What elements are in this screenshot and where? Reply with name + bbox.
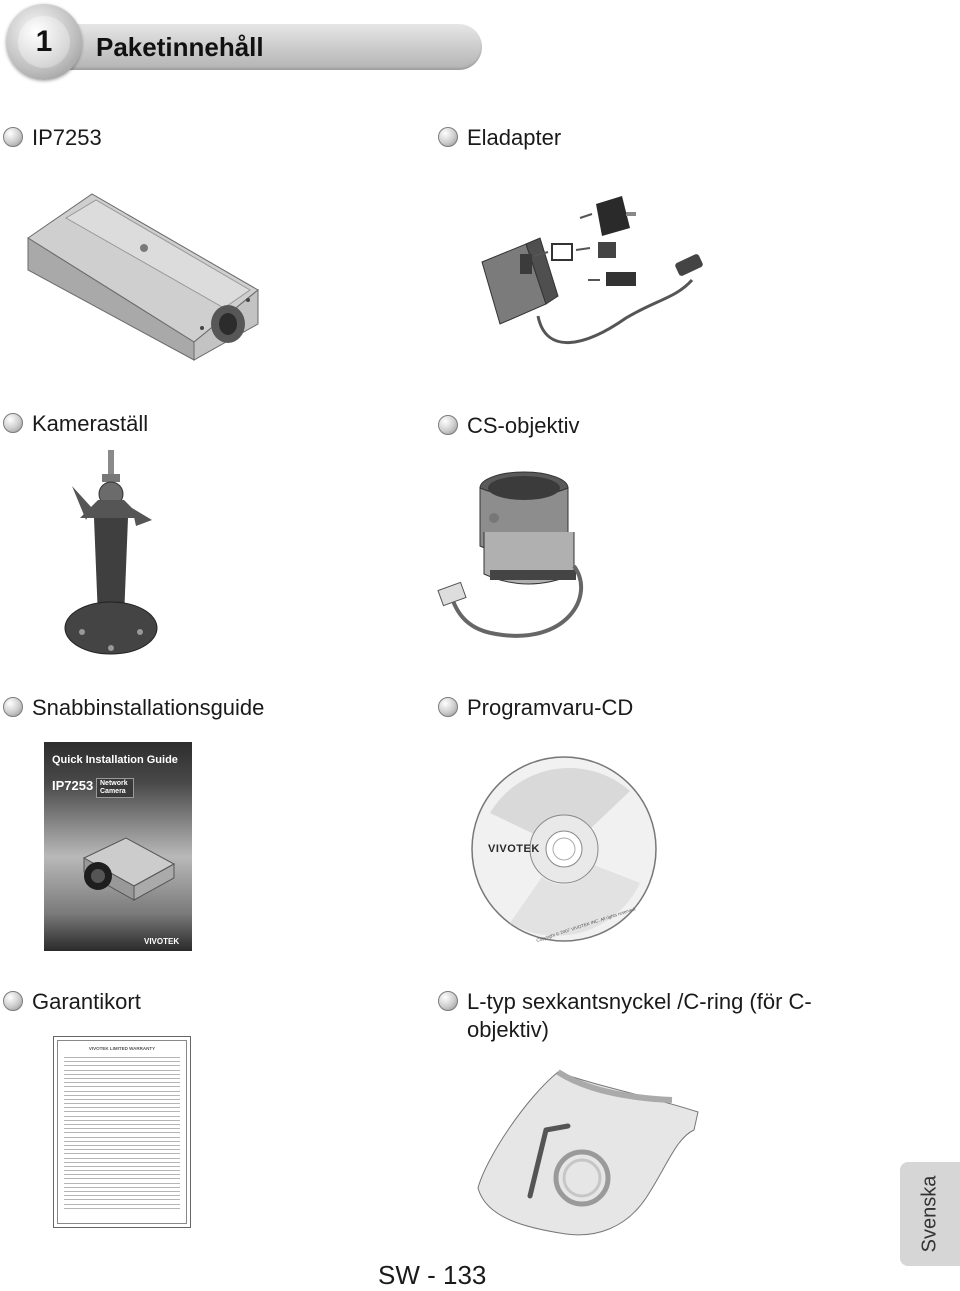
item-eladapter: Eladapter xyxy=(438,124,561,152)
item-programvaru-cd: Programvaru-CD xyxy=(438,694,633,722)
warranty-card-image: VIVOTEK LIMITED WARRANTY xyxy=(53,1036,191,1228)
page-number: SW - 133 xyxy=(378,1260,487,1290)
bullet-icon xyxy=(438,415,458,435)
item-garantikort: Garantikort xyxy=(3,988,141,1016)
item-label: Garantikort xyxy=(32,989,141,1014)
item-label: CS-objektiv xyxy=(467,413,580,438)
page-title: Paketinnehåll xyxy=(96,32,264,62)
item-sexkantsnyckel: L-typ sexkantsnyckel /C-ring (för C-obje… xyxy=(438,988,838,1044)
warranty-text-lines xyxy=(64,1057,180,1212)
item-label: IP7253 xyxy=(32,125,102,150)
bullet-icon xyxy=(438,127,458,147)
hex-key-c-ring-image xyxy=(477,1069,699,1236)
cd-logo: VIVOTEK xyxy=(488,843,540,855)
bullet-icon xyxy=(438,697,458,717)
section-number: 1 xyxy=(35,25,53,58)
item-label: Eladapter xyxy=(467,125,562,150)
language-label: Svenska xyxy=(918,1175,941,1253)
item-label: Programvaru-CD xyxy=(467,695,634,720)
header-bar xyxy=(44,24,482,70)
section-header: 1 Paketinnehåll xyxy=(4,4,484,86)
guide-badge: Network Camera xyxy=(96,778,134,798)
item-label: L-typ sexkantsnyckel /C-ring (för C-obje… xyxy=(467,989,812,1042)
warranty-title: VIVOTEK LIMITED WARRANTY xyxy=(88,1046,156,1051)
item-ip7253: IP7253 xyxy=(3,124,102,152)
bullet-icon xyxy=(3,413,23,433)
camera-stand-image xyxy=(64,450,158,655)
item-cs-objektiv: CS-objektiv xyxy=(438,412,579,440)
item-snabbinstallationsguide: Snabbinstallationsguide xyxy=(3,694,264,722)
power-adapter-image xyxy=(481,196,703,344)
guide-title: Quick Installation Guide xyxy=(52,754,178,766)
language-tab: Svenska xyxy=(900,1162,960,1266)
guide-model: IP7253 xyxy=(52,778,94,793)
bullet-icon xyxy=(3,991,23,1011)
bullet-icon xyxy=(3,127,23,147)
bullet-icon xyxy=(438,991,458,1011)
guide-logo: VIVOTEK xyxy=(144,937,180,946)
section-number-badge xyxy=(6,4,82,80)
guide-camera-photo xyxy=(82,837,176,901)
ip-camera-image xyxy=(27,193,259,361)
cs-lens-image xyxy=(437,471,584,638)
item-kamerastall: Kameraställ xyxy=(3,410,148,438)
quick-guide-cover-image: Quick Installation Guide IP7253 Network … xyxy=(44,742,192,951)
item-label: Kameraställ xyxy=(32,411,149,436)
bullet-icon xyxy=(3,697,23,717)
software-cd-image xyxy=(471,756,657,942)
item-label: Snabbinstallationsguide xyxy=(32,695,265,720)
